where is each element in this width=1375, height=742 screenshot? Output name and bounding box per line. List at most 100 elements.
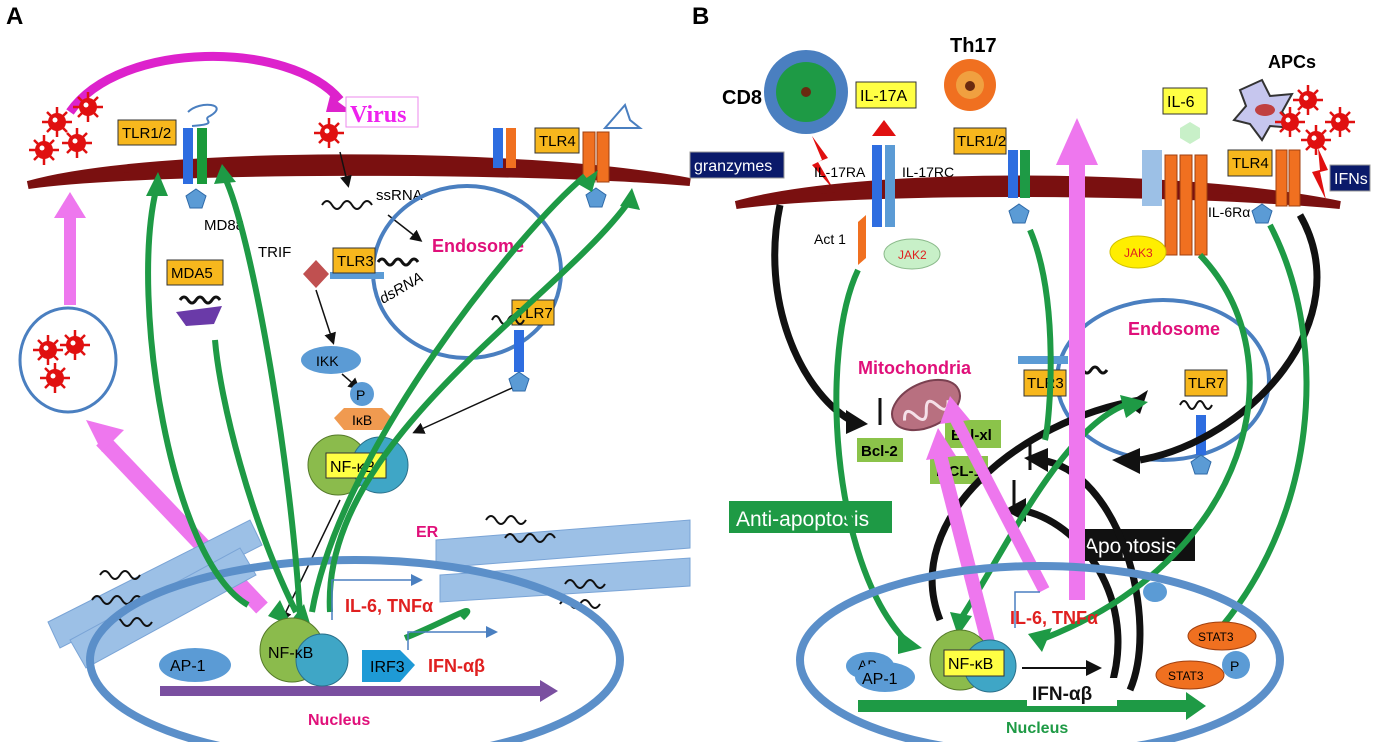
il17a-box xyxy=(855,81,917,109)
nucleus-label: Nucleus xyxy=(308,712,370,729)
stat3-icon xyxy=(1187,621,1257,651)
cell-membrane xyxy=(734,175,1341,209)
rna-strand xyxy=(91,595,143,605)
panel-a: A Virus TLR1/2 MD88 TLR4 xyxy=(6,3,691,742)
il17rc-receptor xyxy=(885,145,895,227)
il17a-label: IL-17A xyxy=(860,88,907,105)
tlr4-receptor xyxy=(1275,149,1288,207)
nucleus xyxy=(86,556,624,742)
virus-icon xyxy=(1291,83,1325,117)
tlr4-label-box xyxy=(534,127,580,154)
tlr4-receptor-b xyxy=(596,131,610,183)
receptor-blue xyxy=(493,128,503,168)
mitochondria-label: Mitochondria xyxy=(858,358,972,378)
tlr4-label: TLR4 xyxy=(539,133,576,150)
granzyme-bolt xyxy=(812,136,834,190)
ikb-label: IκB xyxy=(352,412,372,428)
panel-a-letter: A xyxy=(6,3,23,30)
adaptor-icon xyxy=(1251,203,1273,224)
green-signaling-arrows xyxy=(145,173,633,641)
inhibition-bars xyxy=(878,398,1032,510)
stat3-icon xyxy=(1155,660,1225,690)
cell-membrane xyxy=(26,154,691,189)
il17rc-label: IL-17RC xyxy=(902,164,954,180)
il6r-receptor xyxy=(1179,154,1193,256)
il6r-receptor xyxy=(1194,154,1208,256)
ifn-bolt xyxy=(1312,148,1328,200)
pink-arrow-shaft xyxy=(950,417,1050,593)
virus-endosome xyxy=(18,306,118,414)
nucleus-arrow-head-b xyxy=(1186,692,1206,720)
tlr4-label-b: TLR4 xyxy=(1232,155,1269,172)
dsrna-strand xyxy=(178,295,222,305)
granzymes-label: granzymes xyxy=(694,158,772,175)
trif-label: TRIF xyxy=(258,244,291,261)
jak2-label: JAK2 xyxy=(898,248,927,262)
tlr3-receptor-b xyxy=(1018,356,1068,364)
pink-arrow-shaft xyxy=(1069,160,1085,600)
stat3-label-a: STAT3 xyxy=(1198,630,1234,644)
pink-arrow-head xyxy=(926,428,956,460)
irf3-label: IRF3 xyxy=(370,659,405,676)
tlr1-receptor xyxy=(183,128,193,184)
nucleus-arrow-head xyxy=(540,680,558,702)
arrow xyxy=(412,387,513,434)
il17ra-label: IL-17RA xyxy=(814,164,866,180)
stat3-label-b: STAT3 xyxy=(1168,669,1204,683)
nfkb-box-b xyxy=(943,649,1005,677)
adaptor-icon xyxy=(1008,203,1030,224)
th17-nucleus xyxy=(965,81,975,91)
virus-icon xyxy=(38,361,72,395)
virus-label-box xyxy=(345,96,419,128)
tlr3-receptor xyxy=(330,272,384,279)
virus-icon xyxy=(312,116,346,150)
ap1-icon-b xyxy=(855,662,915,692)
il6-label: IL-6 xyxy=(1167,94,1195,111)
il17a-ligand xyxy=(872,120,896,136)
nfkb-nuclear xyxy=(295,633,349,687)
il17ra-receptor xyxy=(872,145,882,227)
arrow xyxy=(315,289,336,345)
pink-arrow-head xyxy=(940,396,970,424)
pink-arrow-head xyxy=(54,192,86,218)
ifn-label: IFN-αβ xyxy=(428,656,485,676)
ssrna-label: ssRNA xyxy=(376,187,423,204)
tlr4-receptor xyxy=(1288,149,1301,207)
ikk-icon xyxy=(301,346,361,374)
trif-icon xyxy=(303,260,329,288)
adaptor-icon xyxy=(185,188,207,209)
tlr3-label-box xyxy=(332,247,376,274)
arrow xyxy=(339,151,352,188)
th17-label: Th17 xyxy=(950,35,997,57)
apcs-label: APCs xyxy=(1268,52,1316,72)
rna-strand xyxy=(485,515,527,525)
nucleus-label-b: Nucleus xyxy=(1006,720,1068,737)
pink-arrow-shaft xyxy=(64,215,76,305)
endosome-label-b: Endosome xyxy=(1128,319,1220,339)
apoptosis-label: Apoptosis xyxy=(1084,535,1176,558)
virus-icon xyxy=(31,333,65,367)
jak3-label: JAK3 xyxy=(1124,246,1153,260)
endosome-label: Endosome xyxy=(432,236,524,256)
er-membrane xyxy=(47,519,263,649)
er-membrane xyxy=(439,557,691,603)
panel-b: B CD8 granzymes Th17 IL-17A IL-17RA IL-1… xyxy=(689,3,1371,742)
tlr4-box xyxy=(1227,149,1273,177)
mda5-icon xyxy=(176,306,222,326)
rna-strand xyxy=(504,533,556,543)
tlr7-receptor xyxy=(514,330,524,372)
blue-blob xyxy=(1143,582,1167,602)
transcription-arrow xyxy=(331,574,423,620)
nucleus-b xyxy=(796,562,1284,742)
transcription-arrow xyxy=(1014,591,1040,628)
il6r-receptor xyxy=(1164,154,1178,256)
ifns-box xyxy=(1329,164,1371,192)
virus-icon xyxy=(58,328,92,362)
pink-arrow-shaft xyxy=(933,453,997,652)
ligand-icon xyxy=(187,103,218,127)
bcl2-label: Bcl-2 xyxy=(861,443,898,460)
ssrna-strand xyxy=(321,200,373,210)
bcl2-box xyxy=(857,438,903,462)
tlr12-label-box xyxy=(117,119,177,146)
rna-strand xyxy=(564,579,606,589)
